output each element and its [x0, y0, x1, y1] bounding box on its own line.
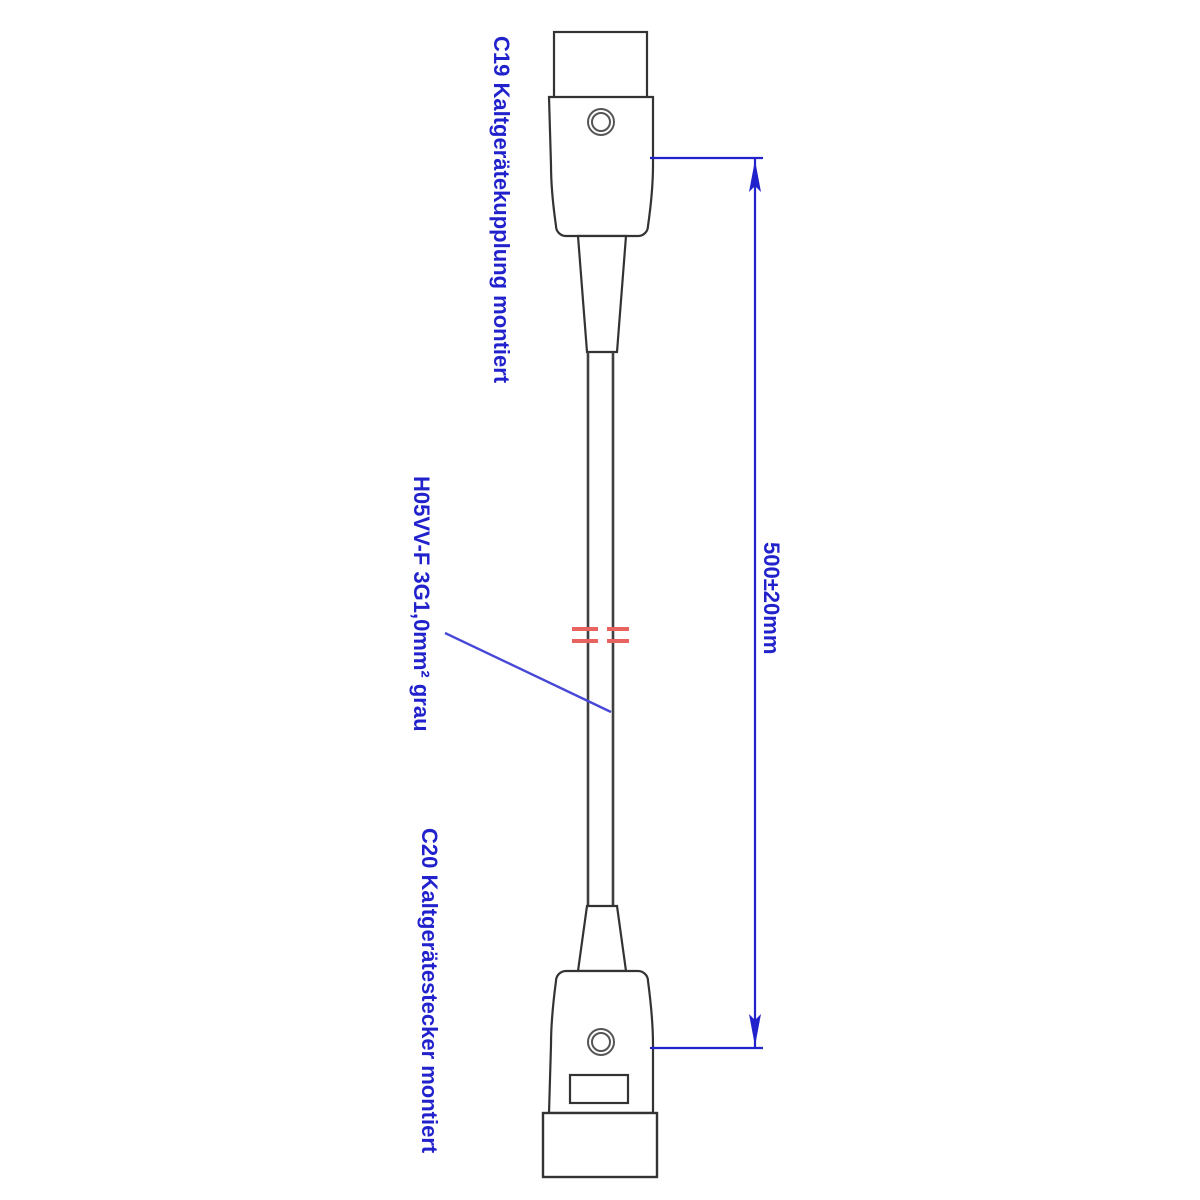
- c20-screw-inner-ring-icon: [591, 1032, 611, 1052]
- cable-label-leader-line: [444, 631, 612, 714]
- c20-plug-group: [541, 904, 659, 1179]
- overall-length-dimension-group: [650, 156, 763, 1050]
- c19-coupler-group: [547, 30, 655, 354]
- c20-connector-label: C20 Kaltgerätestecker montiert: [417, 828, 442, 1154]
- c19-body-outline: [547, 95, 655, 238]
- c20-pin-block: [541, 1111, 659, 1179]
- c19-strain-relief-boot: [576, 234, 628, 354]
- overall-length-dimension-text: 500±20mm: [759, 542, 784, 655]
- c20-label-plate: [568, 1073, 630, 1105]
- c19-screw-inner-ring-icon: [591, 112, 611, 132]
- c19-connector-label: C19 Kaltgerätekupplung montiert: [489, 36, 514, 384]
- c20-strain-relief-boot: [576, 904, 628, 973]
- cable-group: [572, 352, 629, 906]
- c19-nose-rect: [552, 30, 649, 100]
- cable-type-label: H05VV-F 3G1,0mm² grau: [409, 476, 434, 732]
- dimension-arrowhead-top-icon: [749, 160, 761, 192]
- dimension-arrowhead-bottom-icon: [749, 1014, 761, 1046]
- cable-break-mark-group: [572, 627, 629, 643]
